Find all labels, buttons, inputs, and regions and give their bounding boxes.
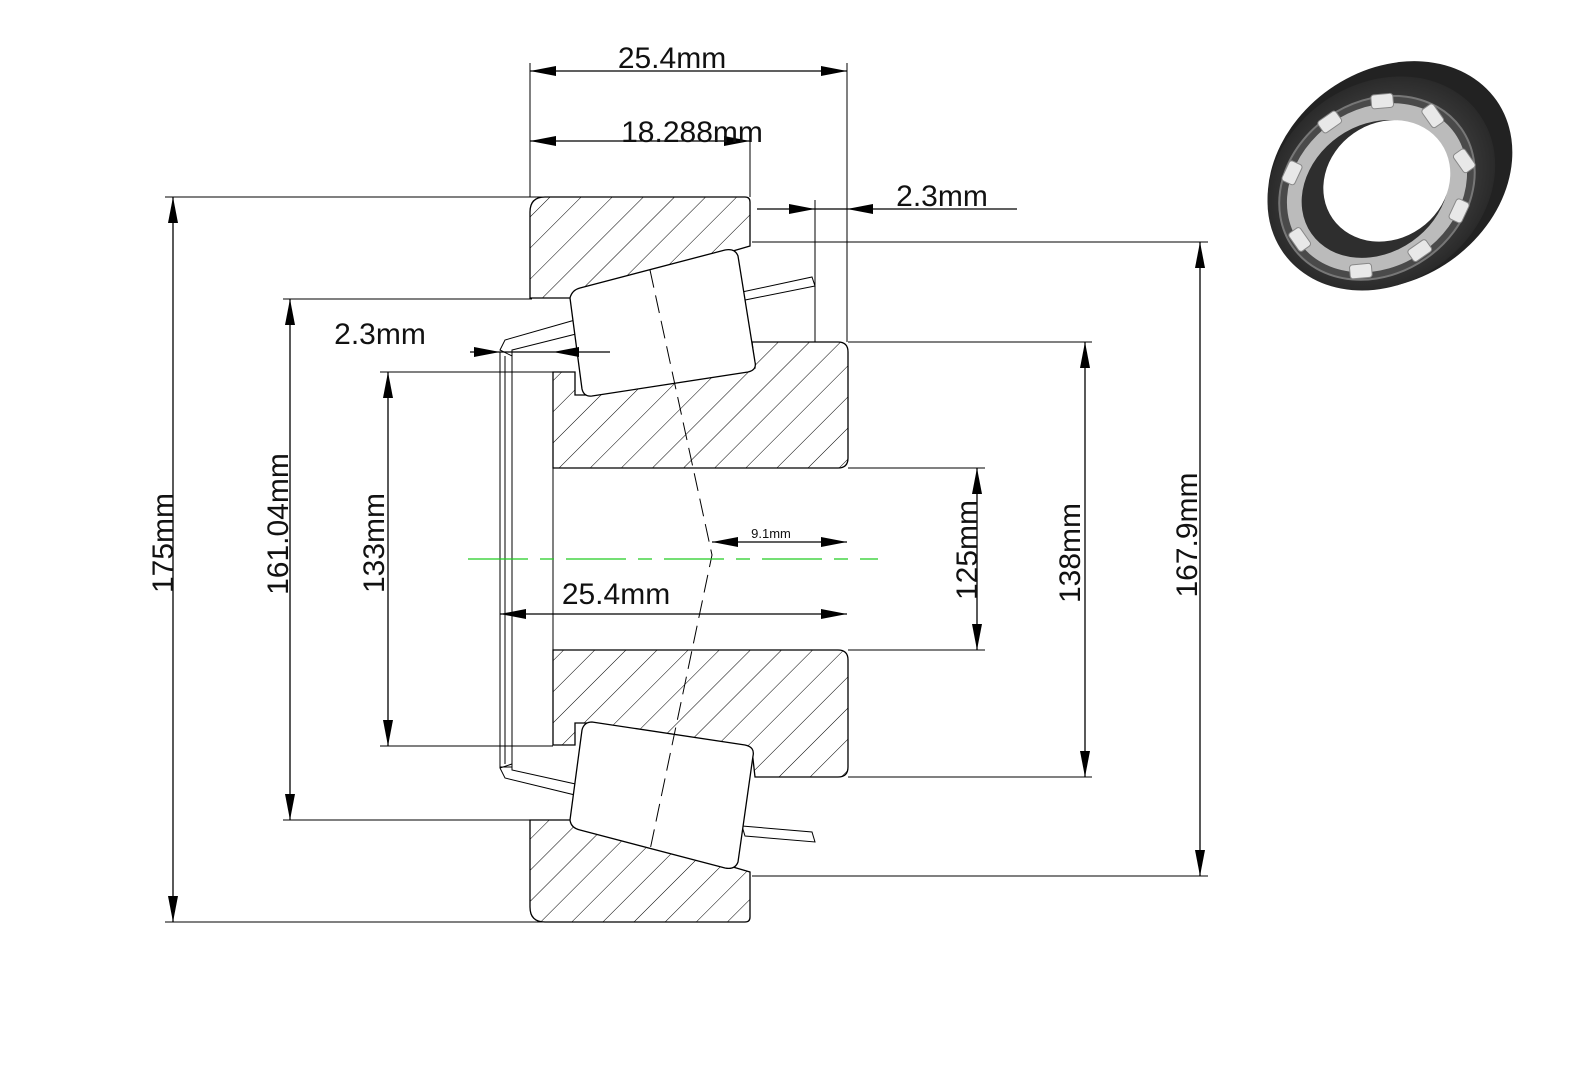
label-chamfer-left: 2.3mm <box>334 318 426 351</box>
cage-bottom-left <box>499 763 581 796</box>
label-chamfer-right: 2.3mm <box>896 180 988 213</box>
label-cone-back-diameter: 133mm <box>358 493 391 593</box>
cage-bottom-right <box>741 825 816 843</box>
label-outer-diameter: 175mm <box>147 493 180 593</box>
cage-top-right <box>741 276 816 301</box>
label-cone-front-diameter: 138mm <box>1054 503 1087 603</box>
dimension-lines <box>165 63 1208 923</box>
bearing-section <box>499 196 849 923</box>
dimension-labels: 25.4mm 18.288mm 2.3mm 2.3mm 25.4mm 9.1mm… <box>147 42 1204 611</box>
bearing-3d-render-icon <box>1267 61 1513 291</box>
label-cup-width: 18.288mm <box>621 116 763 149</box>
roller-axis <box>649 269 713 851</box>
outer-cup-bottom <box>529 819 751 923</box>
label-inner-width: 25.4mm <box>562 578 670 611</box>
label-cup-raceway-diameter: 167.9mm <box>1171 472 1204 597</box>
label-cup-small-diameter: 161.04mm <box>262 453 295 595</box>
roller-top <box>569 248 756 397</box>
label-bore-diameter: 125mm <box>951 500 984 600</box>
label-overall-width: 25.4mm <box>618 42 726 75</box>
label-offset: 9.1mm <box>751 526 791 541</box>
